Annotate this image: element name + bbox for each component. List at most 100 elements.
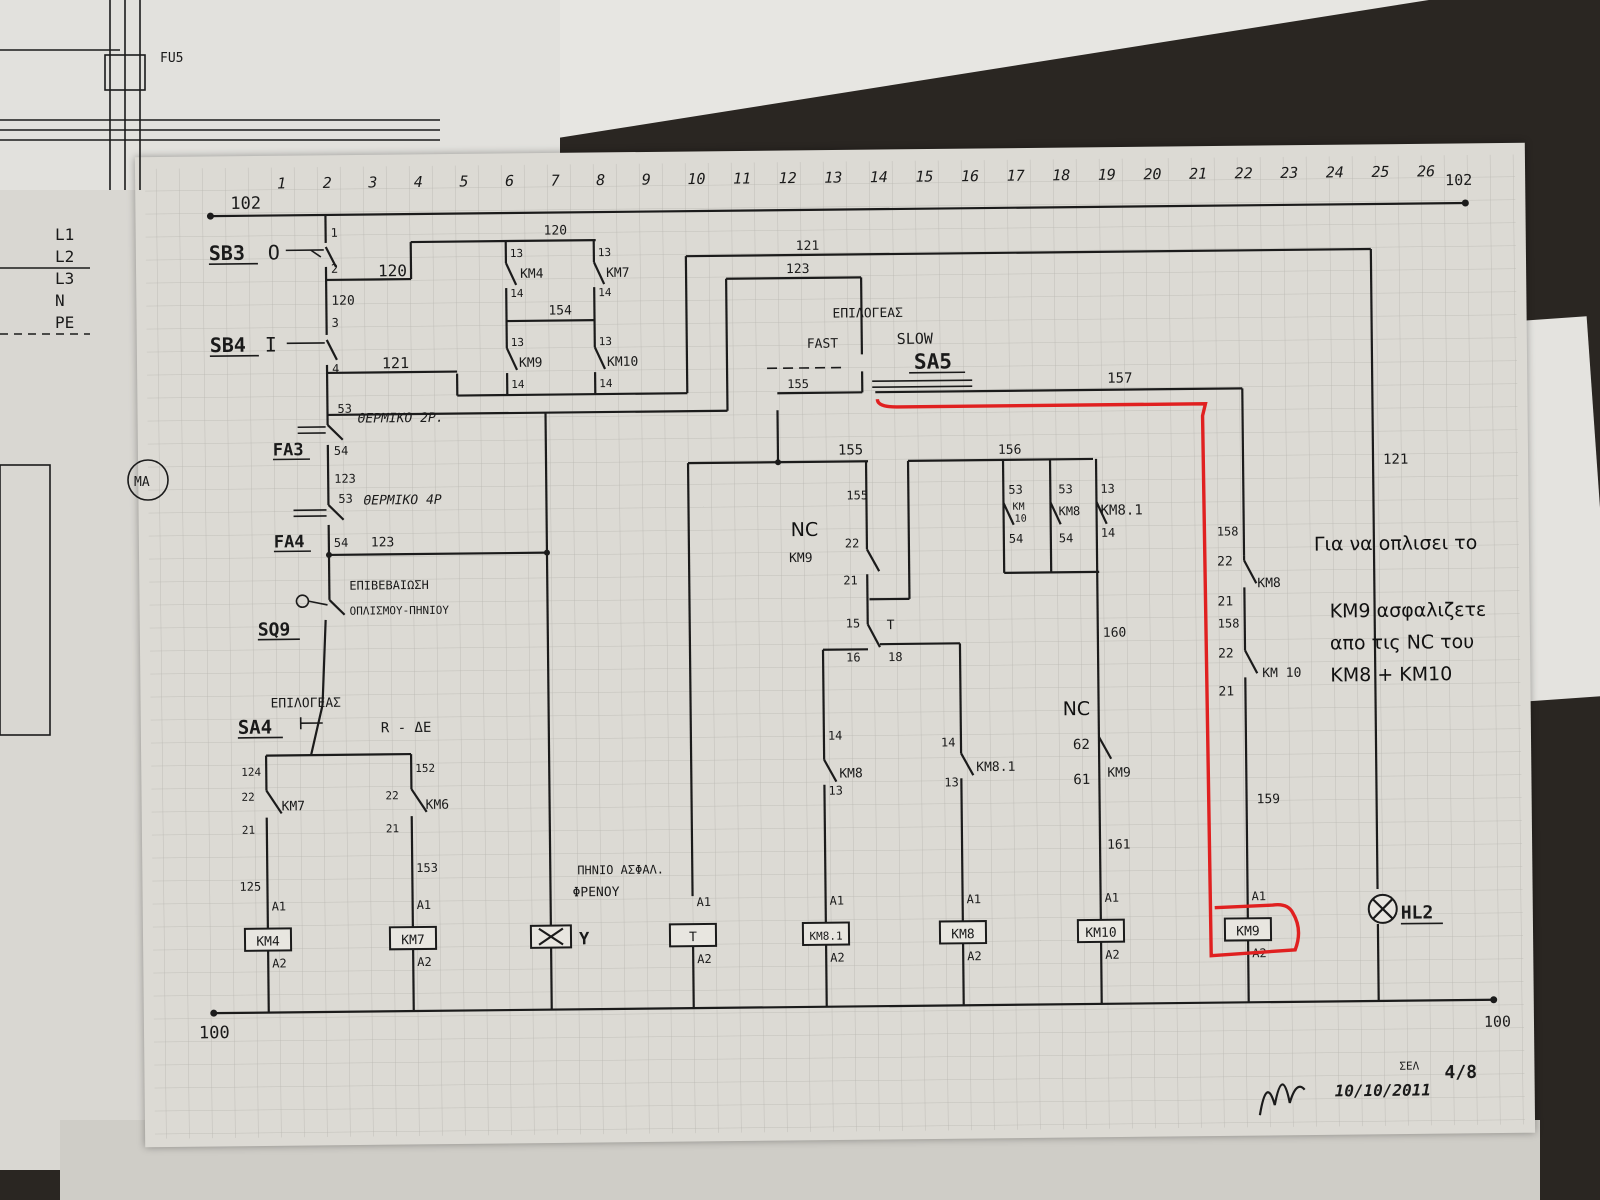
column-number-26: 26	[1417, 162, 1435, 180]
wire-158-b: 158	[1218, 616, 1240, 630]
sa4-branches	[264, 752, 428, 1013]
km9nc-21: 21	[843, 573, 858, 587]
column-number-25: 25	[1371, 163, 1389, 181]
contact-km7: KM7	[606, 266, 630, 281]
wire-160: 160	[1103, 626, 1127, 641]
wire-120-left: 120	[331, 294, 355, 309]
brake-desc-1: ΠΗΝΙΟ ΑΣΦΑΛ.	[577, 862, 664, 877]
sa4-r-de: R - ΔΕ	[381, 720, 432, 737]
background-paper-left-strip	[0, 190, 160, 1170]
column-number-3: 3	[367, 173, 377, 191]
coil-a1: A1	[697, 895, 712, 909]
contact-km81-nc: KM8.1	[976, 760, 1015, 775]
t-15: 15	[846, 616, 861, 630]
km9-14: 14	[511, 378, 525, 391]
fa4-desc: ΘΕΡΜΙΚΟ 4P	[363, 493, 442, 509]
coil-a2: A2	[830, 951, 845, 965]
coil-a2: A2	[417, 955, 432, 969]
wire-124: 124	[241, 766, 261, 779]
km7b-21: 21	[242, 824, 255, 837]
footer-page-prefix: ΣΕΛ	[1399, 1060, 1419, 1073]
column-number-6: 6	[505, 172, 514, 190]
contact-t: T	[887, 618, 895, 633]
column-number-20: 20	[1143, 165, 1161, 183]
contact-km8-b: KM8	[1058, 504, 1080, 518]
coil-box	[388, 925, 438, 951]
coil-a1: A1	[1252, 889, 1267, 903]
km8c-22: 22	[1217, 554, 1233, 569]
bottom-rail-right-label: 100	[1484, 1013, 1511, 1031]
coil-label: KM4	[256, 934, 280, 949]
coil-a2: A2	[697, 952, 712, 966]
hl2-label: HL2	[1401, 902, 1434, 923]
back-pe-label: PE	[55, 313, 74, 332]
bottom-rail-label: 100	[199, 1023, 230, 1043]
km8-13: 13	[828, 784, 843, 798]
km6b-22: 22	[385, 789, 398, 802]
km81b-13: 13	[1100, 482, 1115, 496]
wire-156: 156	[998, 443, 1022, 458]
coil-a1: A1	[830, 894, 845, 908]
column-number-11: 11	[733, 169, 751, 187]
km8c-21: 21	[1217, 594, 1233, 609]
km7b-22: 22	[241, 791, 254, 804]
wire-1: 1	[331, 226, 338, 240]
km10c-22: 22	[1218, 646, 1234, 661]
coil-box	[938, 920, 988, 945]
km81-13: 13	[944, 775, 959, 789]
wire-121-right: 121	[1383, 452, 1408, 468]
km9nc-22: 22	[845, 536, 860, 550]
column-number-18: 18	[1052, 166, 1070, 184]
column-number-9: 9	[642, 171, 651, 189]
sq9-desc1: ΕΠΙΒΕΒΑΙΩΣΗ	[349, 578, 429, 593]
km10b-54: 54	[1009, 532, 1024, 546]
wire-123-bottom: 123	[371, 535, 395, 550]
back-l3-label: L3	[55, 269, 74, 288]
seal-in-branch	[326, 239, 1379, 889]
footer-page: 4/8	[1444, 1062, 1477, 1083]
contact-km10-b: KM	[1012, 502, 1024, 513]
signature-mark	[1258, 1083, 1306, 1116]
coil-label: KM8.1	[809, 930, 842, 943]
note-line-3: απο τις NC του	[1330, 631, 1474, 655]
sa5-fast: FAST	[807, 337, 839, 352]
chain-column-2	[285, 214, 346, 756]
top-rail-label: 102	[230, 194, 261, 214]
coil-label: KM7	[401, 933, 425, 948]
column-number-7: 7	[551, 171, 560, 189]
coil-a1: A1	[1105, 891, 1120, 905]
column-number-1: 1	[277, 174, 286, 192]
wire-157: 157	[1107, 371, 1132, 387]
km8b-54: 54	[1059, 531, 1074, 545]
km81-14: 14	[941, 735, 956, 749]
top-rail-right-label: 102	[1445, 171, 1472, 189]
wire-123-top: 123	[786, 262, 810, 277]
sb3-label: SB3	[209, 241, 245, 265]
note-line-2: KM9 ασφαλιζετε	[1330, 599, 1487, 623]
coil-label: T	[689, 930, 697, 945]
column-number-8: 8	[596, 171, 605, 189]
wire-121-mid: 121	[382, 354, 409, 372]
sa4-desc: ΕΠΙΛΟΓΕΑΣ	[270, 696, 341, 712]
wire-2: 2	[331, 262, 338, 276]
column-number-21: 21	[1189, 165, 1207, 183]
km4-14: 14	[510, 287, 524, 300]
column-number-22: 22	[1235, 164, 1253, 182]
back-l2-label: L2	[55, 247, 74, 266]
note-line-1: Για να οπλισει το	[1314, 532, 1478, 556]
km8b-53: 53	[1058, 482, 1073, 496]
back-l1-label: L1	[55, 225, 74, 244]
wire-120-top: 120	[544, 223, 568, 238]
red-highlight	[875, 398, 1301, 958]
coil-a1: A1	[272, 899, 287, 913]
column-number-2: 2	[323, 174, 332, 192]
wire-154: 154	[548, 303, 572, 318]
sa5-slow: SLOW	[897, 330, 934, 348]
wire-120-mid: 120	[378, 261, 407, 280]
km9b-61: 61	[1073, 772, 1090, 788]
